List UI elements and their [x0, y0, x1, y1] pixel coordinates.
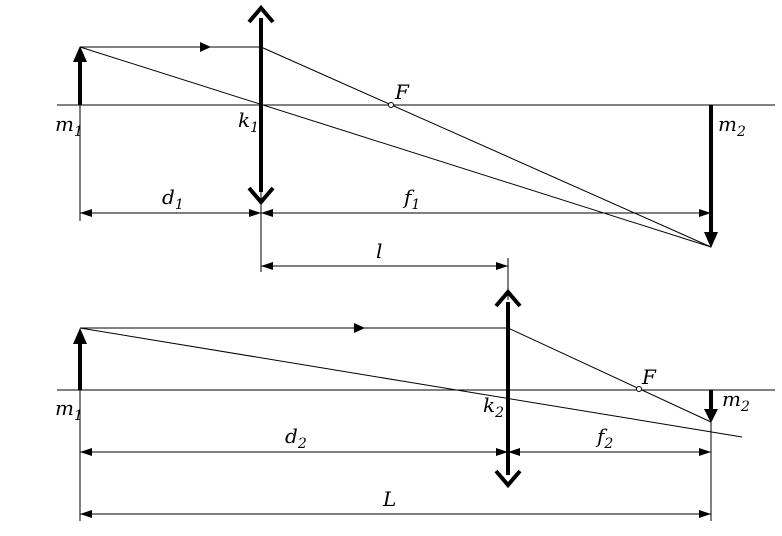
bottom-focus-label: F: [641, 365, 657, 389]
bottom-object-label: m1: [55, 396, 83, 424]
bottom-focus-point: [636, 386, 642, 392]
top-dim-f1-label: f1: [402, 185, 420, 213]
top-focus-point: [388, 102, 394, 108]
bottom-lens-center-label: k2: [483, 393, 504, 421]
top-object-arrowhead: [73, 46, 87, 62]
bottom-object-arrowhead: [73, 328, 87, 344]
top-lens-top-arrowhead: [247, 4, 275, 24]
bottom-diagram: m1 k2 F m2 d2 f2 L: [55, 288, 775, 521]
top-ray-center: [79, 46, 712, 248]
bottom-ray-refracted: [507, 327, 712, 423]
top-ray-parallel-arrowhead: [200, 42, 211, 52]
top-ray-refracted: [260, 46, 712, 248]
top-object-label: m1: [55, 112, 83, 140]
bottom-dim-L-label: L: [382, 487, 396, 511]
top-focus-label: F: [394, 80, 410, 104]
top-image-label: m2: [718, 112, 746, 140]
bottom-ray-center: [79, 327, 743, 438]
top-dim-d1-label: d1: [162, 185, 184, 213]
top-image-arrowhead: [704, 232, 718, 248]
bottom-lens-bottom-arrowhead: [494, 469, 522, 489]
bottom-ray-parallel-arrowhead: [354, 323, 365, 333]
bottom-dim-f2-label: f2: [595, 424, 613, 452]
bottom-lens-top-arrowhead: [494, 288, 522, 308]
bottom-image-label: m2: [722, 387, 750, 415]
bottom-dim-d2-label: d2: [285, 424, 307, 452]
bottom-image-arrowhead: [704, 409, 718, 423]
top-lens-center-label: k1: [238, 108, 259, 136]
top-diagram: m1 k1 F m2 d1 f1 l: [55, 4, 775, 300]
top-dim-l-label: l: [376, 239, 382, 263]
